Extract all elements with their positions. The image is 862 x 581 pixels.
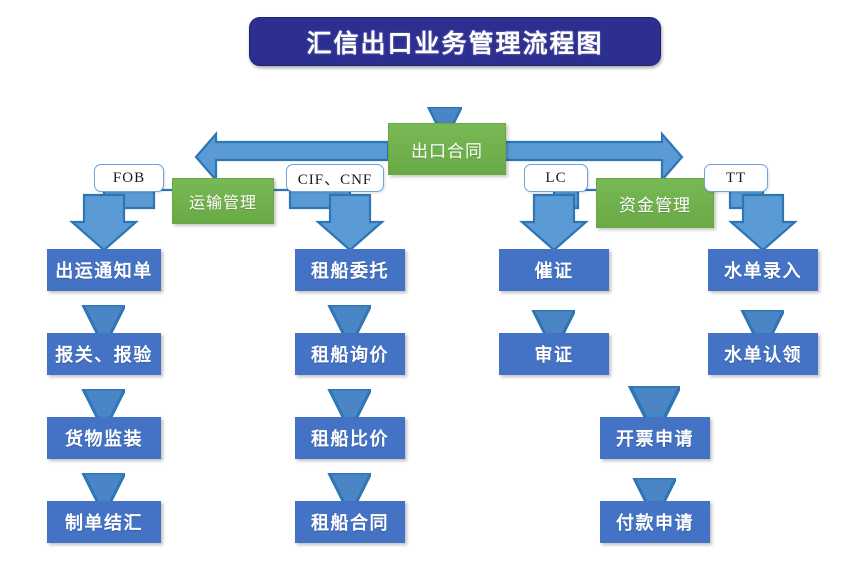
node-cargo-supervision[interactable]: 货物监装: [47, 417, 161, 459]
block-arrow-cif: [272, 188, 352, 210]
node-invoice-application[interactable]: 开票申请: [600, 417, 710, 459]
node-charter-entrust[interactable]: 租船委托: [295, 249, 405, 291]
node-transport-management[interactable]: 运输管理: [172, 178, 274, 224]
block-arrow-cif-head: [315, 193, 385, 252]
label-term-cif-cnf[interactable]: CIF、CNF: [286, 164, 384, 192]
node-finance-management[interactable]: 资金管理: [596, 178, 714, 228]
node-urge-lc[interactable]: 催证: [499, 249, 609, 291]
node-receipt-entry[interactable]: 水单录入: [708, 249, 818, 291]
node-customs-inspection[interactable]: 报关、报验: [47, 333, 161, 375]
node-charter-inquiry[interactable]: 租船询价: [295, 333, 405, 375]
node-charter-contract[interactable]: 租船合同: [295, 501, 405, 543]
node-export-contract[interactable]: 出口合同: [388, 123, 506, 175]
label-term-tt[interactable]: TT: [704, 164, 768, 192]
block-arrow-lc-head: [519, 193, 589, 252]
block-arrow-fob: [102, 188, 172, 210]
label-term-lc[interactable]: LC: [524, 164, 588, 192]
node-receipt-claim[interactable]: 水单认领: [708, 333, 818, 375]
block-arrow-lc: [552, 188, 596, 210]
node-review-lc[interactable]: 审证: [499, 333, 609, 375]
diagram-title: 汇信出口业务管理流程图: [249, 17, 661, 66]
node-charter-comparison[interactable]: 租船比价: [295, 417, 405, 459]
node-payment-application[interactable]: 付款申请: [600, 501, 710, 543]
label-term-fob[interactable]: FOB: [94, 164, 164, 192]
block-arrow-fob-head: [69, 193, 139, 252]
block-arrow-tt-head: [728, 193, 798, 252]
node-document-settlement[interactable]: 制单结汇: [47, 501, 161, 543]
block-arrow-tt: [712, 188, 765, 210]
node-shipping-notice[interactable]: 出运通知单: [47, 249, 161, 291]
